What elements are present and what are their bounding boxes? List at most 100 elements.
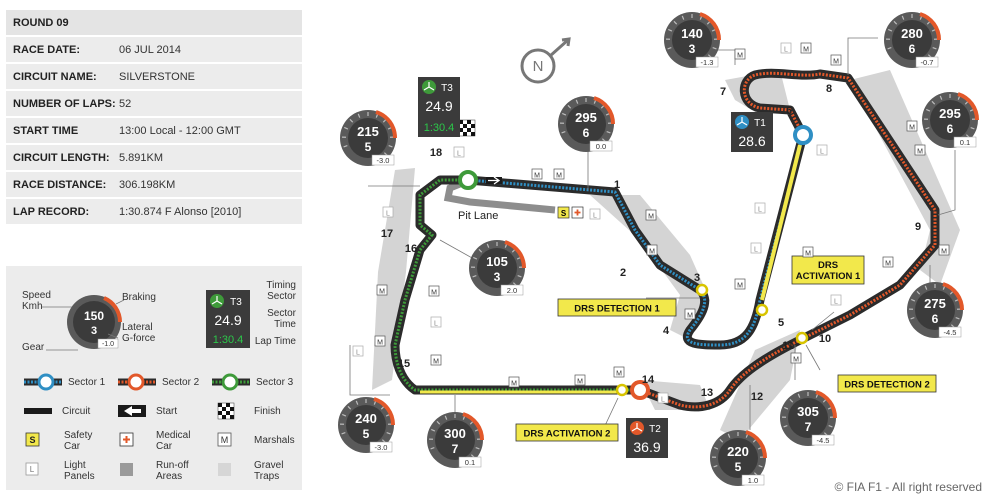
svg-text:M: M (534, 173, 540, 180)
timing-box: T2 36.9 (626, 418, 668, 458)
legend-lateral-label: Lateral G-force (122, 322, 156, 344)
legend-start-label: Start (156, 406, 178, 417)
svg-text:L: L (593, 213, 597, 220)
sector2-line (639, 71, 937, 409)
gauge-gear: 6 (583, 126, 590, 140)
drs-activation-1-point (755, 303, 769, 317)
circuit-map: DRS DETECTION 1 DRS ACTIVATION 1 DRS DET… (338, 12, 980, 486)
sector1-line (467, 134, 805, 347)
drs-activation-2-label: DRS ACTIVATION 2 (515, 423, 619, 442)
legend-timing-lap: 1:30.4 (213, 334, 244, 346)
gauge-gear: 6 (932, 312, 939, 326)
marshal-post-marker: M (790, 352, 802, 364)
drs-zone-1 (760, 144, 802, 301)
gauge-lateral-g: -1.3 (701, 58, 714, 67)
legend-marshals-label: Marshals (254, 435, 295, 446)
compass-icon: N (520, 37, 571, 84)
gauge-lateral-g: 0.1 (465, 458, 475, 467)
drs-detection-1-point (695, 283, 709, 297)
svg-text:N: N (533, 58, 544, 75)
marshal-post-marker: M (428, 285, 440, 297)
drs-activation-1-label: DRS ACTIVATION 1 (791, 255, 865, 285)
legend-lap-time-label: Lap Time (254, 336, 296, 347)
legend-gravel-swatch (218, 463, 231, 476)
sector3-line (393, 178, 640, 392)
legend-sector3-label: Sector 3 (256, 377, 294, 388)
marshal-post-marker: M (800, 42, 812, 54)
legend-gravel-label: Gravel Traps (254, 460, 284, 482)
svg-text:M: M (433, 359, 439, 366)
corner-number-2: 2 (620, 267, 626, 279)
gauge-speed: 215 (357, 124, 379, 139)
info-value: 13:00 Local - 12:00 GMT (119, 124, 241, 137)
marshal-post-marker: M (734, 278, 746, 290)
svg-text:M: M (577, 379, 583, 386)
info-row: CIRCUIT LENGTH:5.891KM (6, 145, 302, 170)
gauge-speed: 295 (575, 110, 597, 125)
svg-text:L: L (30, 465, 35, 474)
legend-safety-car-icon: S (25, 432, 40, 447)
info-value: SILVERSTONE (119, 70, 196, 83)
svg-text:M: M (616, 371, 622, 378)
info-label: CIRCUIT NAME: (13, 70, 97, 83)
timing-sector-time: 36.9 (633, 439, 660, 455)
gauge-lateral-g: -4.5 (944, 328, 957, 337)
marshal-post-marker: M (553, 168, 565, 180)
svg-text:M: M (917, 149, 923, 156)
speed-gauges: 1403-1.32806-0.729560.12756-4.53057-4.52… (338, 12, 980, 486)
legend-safety-car-label: Safety Car (64, 430, 93, 452)
info-label: LAP RECORD: (13, 205, 90, 218)
legend-timing-sector-label: Timing Sector (266, 280, 296, 302)
info-value: 06 JUL 2014 (119, 43, 181, 56)
light-panel-marker: L (430, 316, 442, 328)
svg-text:M: M (793, 357, 799, 364)
drs-detection-2-point (795, 331, 809, 345)
marshal-post-marker: M (734, 48, 746, 60)
safety-car-icon: S (557, 206, 570, 219)
drs-detection-1-label: DRS DETECTION 1 (557, 298, 677, 317)
legend-panel: 150 3 -1.0 T3 24.9 1:30.4 S M L (6, 266, 302, 490)
marshal-post-marker: M (938, 244, 950, 256)
gauge-speed: 240 (355, 411, 377, 426)
svg-text:L: L (754, 247, 758, 254)
svg-text:DRS DETECTION 1: DRS DETECTION 1 (574, 304, 660, 315)
svg-text:DRS DETECTION 2: DRS DETECTION 2 (844, 380, 930, 391)
info-value: 1:30.874 F Alonso [2010] (119, 205, 242, 218)
corner-number-8: 8 (826, 83, 832, 95)
svg-text:L: L (758, 207, 762, 214)
timing-sector: T2 (649, 424, 661, 435)
marshal-post-marker: M (830, 54, 842, 66)
corner-number-9: 9 (915, 221, 921, 233)
corner-number-5: 5 (778, 317, 784, 329)
gauge-gear: 5 (363, 427, 370, 441)
marshal-post-marker: M (376, 284, 388, 296)
legend-circuit-swatch (24, 408, 52, 414)
legend-medical-car-icon (119, 432, 134, 447)
light-panel-marker: L (589, 208, 601, 220)
marshal-post-marker: M (646, 244, 658, 256)
svg-text:ACTIVATION 1: ACTIVATION 1 (796, 271, 861, 282)
legend-braking-label: Braking (122, 292, 156, 303)
marshal-post-marker: M (374, 335, 386, 347)
finish-flag-icon (458, 119, 476, 137)
legend-finish-icon (217, 402, 235, 420)
marshal-post-marker: M (613, 366, 625, 378)
svg-text:M: M (737, 283, 743, 290)
light-panel-marker: L (830, 294, 842, 306)
gauge-lateral-g: -0.7 (921, 58, 934, 67)
info-row: RACE DATE:06 JUL 2014 (6, 37, 302, 62)
sector1-marker (793, 125, 813, 145)
gauge-gear: 5 (735, 460, 742, 474)
info-label: START TIME (13, 124, 79, 137)
corner-number-12: 12 (751, 391, 763, 403)
marshal-post-marker: M (684, 308, 696, 320)
info-label: RACE DISTANCE: (13, 178, 107, 191)
corner-number-3: 3 (694, 272, 700, 284)
svg-text:M: M (556, 173, 562, 180)
legend-sector2-label: Sector 2 (162, 377, 200, 388)
gauge-gear: 7 (452, 442, 459, 456)
